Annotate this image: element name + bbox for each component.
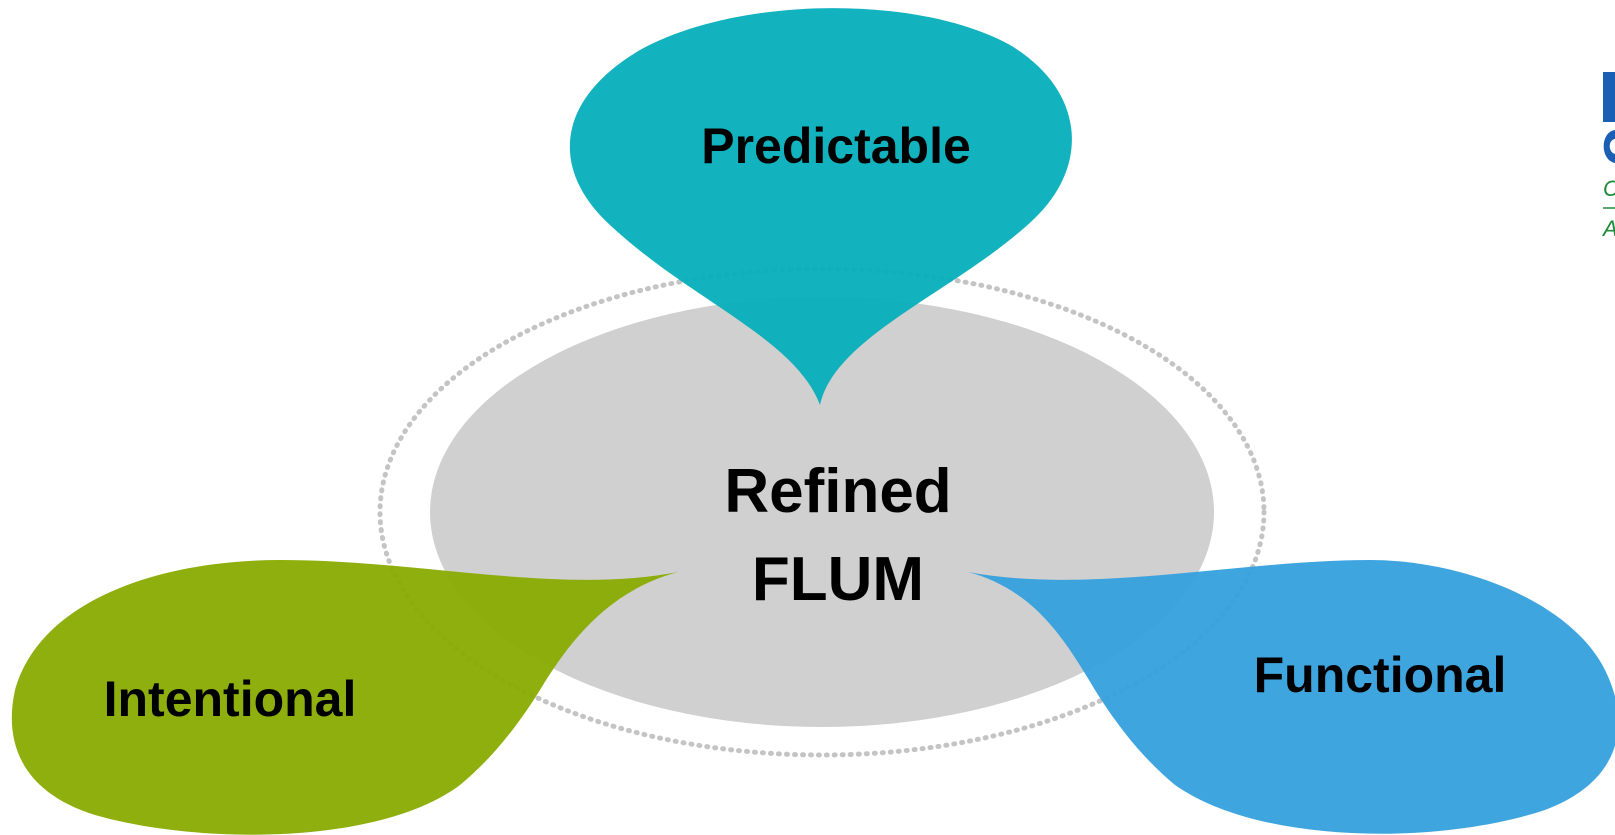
- petal-functional: [968, 560, 1615, 834]
- label-center-line1: Refined: [724, 457, 951, 526]
- logo-blue-bar: [1603, 72, 1615, 122]
- organization-logo: C A: [1601, 72, 1615, 241]
- label-functional: Functional: [1254, 647, 1507, 703]
- petal-intentional: [11, 560, 679, 835]
- label-center-line2: FLUM: [752, 545, 924, 614]
- label-predictable: Predictable: [701, 118, 971, 174]
- logo-blue-arc: [1603, 130, 1615, 163]
- label-intentional: Intentional: [104, 671, 357, 727]
- logo-text-line1: C: [1603, 176, 1615, 201]
- logo-text-line2: A: [1601, 216, 1615, 241]
- center-ellipse: [430, 297, 1214, 727]
- petal-predictable: [569, 8, 1072, 406]
